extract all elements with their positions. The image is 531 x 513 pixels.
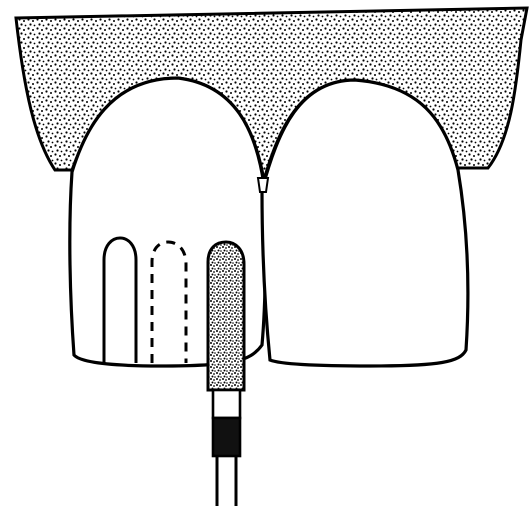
diamond-bur [208, 242, 244, 506]
bur-shank-band [213, 390, 240, 418]
bur-collar [213, 418, 240, 456]
bur-shank [217, 456, 236, 506]
interdental-papilla [258, 178, 268, 192]
central-incisor-right [262, 80, 468, 366]
bur-cutting-head [208, 242, 244, 390]
